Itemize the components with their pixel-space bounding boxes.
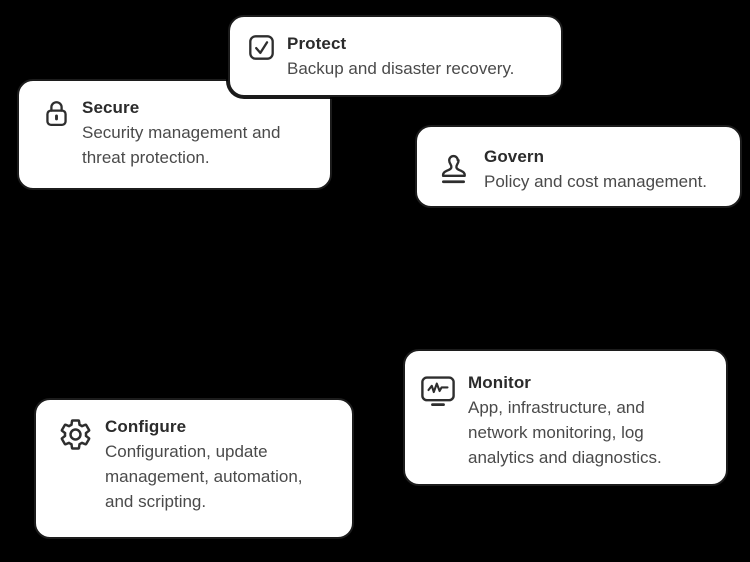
checkbox-check-icon xyxy=(248,34,275,61)
card-title: Configure xyxy=(105,417,187,436)
card-description: App, infrastructure, and network monitor… xyxy=(468,398,662,467)
monitor-pulse-icon xyxy=(420,375,456,407)
card-description: Security management and threat protectio… xyxy=(82,123,281,167)
card-secure: Secure Security management and threat pr… xyxy=(17,79,332,190)
card-title: Monitor xyxy=(468,373,532,392)
card-govern: Govern Policy and cost management. xyxy=(415,125,742,208)
card-description: Backup and disaster recovery. xyxy=(287,59,515,78)
stamp-icon xyxy=(435,151,472,188)
card-configure: Configure Configuration, update manageme… xyxy=(34,398,354,539)
card-monitor: Monitor App, infrastructure, and network… xyxy=(403,349,728,486)
card-title: Secure xyxy=(82,98,140,117)
card-description: Configuration, update management, automa… xyxy=(105,442,303,511)
gear-icon xyxy=(58,417,93,452)
card-title: Govern xyxy=(484,147,545,166)
card-description: Policy and cost management. xyxy=(484,172,708,191)
lock-icon xyxy=(43,98,70,129)
card-title: Protect xyxy=(287,34,347,53)
card-protect: Protect Backup and disaster recovery. xyxy=(228,15,563,97)
